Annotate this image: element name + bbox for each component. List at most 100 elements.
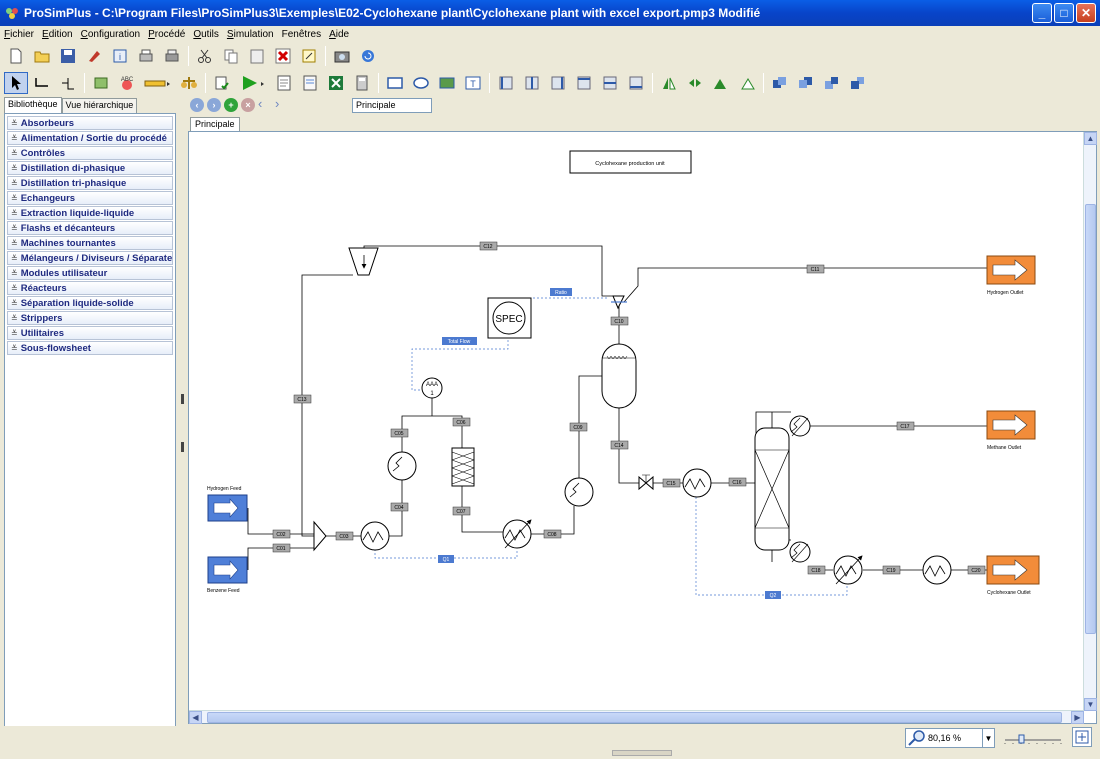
category-reacteurs[interactable]: ≚Réacteurs — [7, 281, 173, 295]
align-middle-button[interactable] — [598, 72, 622, 94]
close-button[interactable]: ✕ — [1076, 3, 1096, 23]
category-alimentation[interactable]: ≚Alimentation / Sortie du procédé — [7, 131, 173, 145]
rotate-right-button[interactable] — [735, 72, 759, 94]
stream-label-c06[interactable]: C06 — [452, 417, 471, 427]
scroll-right-button[interactable]: ▶ — [1071, 711, 1084, 724]
info-label-ratio[interactable]: Ratio — [550, 288, 572, 296]
print-preview-button[interactable] — [160, 45, 184, 67]
menu-fichier[interactable]: Fichier — [4, 28, 35, 40]
category-machines[interactable]: ≚Machines tournantes — [7, 236, 173, 250]
back-button[interactable]: ‹ — [258, 97, 272, 112]
category-flashs[interactable]: ≚Flashs et décanteurs — [7, 221, 173, 235]
benzene-feed[interactable] — [207, 556, 248, 584]
zoom-slider[interactable] — [1003, 734, 1063, 744]
image-tool-button[interactable] — [435, 72, 459, 94]
methane-outlet[interactable] — [986, 410, 1036, 440]
condenser[interactable] — [789, 415, 811, 437]
forward-button[interactable]: › — [275, 97, 289, 112]
reboiler[interactable] — [789, 541, 811, 563]
vertical-scroll-thumb[interactable] — [1085, 204, 1096, 634]
stream-label-c18[interactable]: C18 — [807, 565, 826, 575]
tab-vue-hierarchique[interactable]: Vue hiérarchique — [61, 98, 138, 113]
next-page-button[interactable]: › — [207, 98, 221, 112]
stream-label-c16[interactable]: C16 — [728, 477, 747, 487]
stream-label-c07[interactable]: C07 — [452, 506, 471, 516]
print-button[interactable] — [134, 45, 158, 67]
zoom-combobox[interactable]: 80,16 % ▼ — [905, 728, 995, 748]
delete-button[interactable] — [271, 45, 295, 67]
heater-e2[interactable] — [387, 451, 417, 481]
menu-edition[interactable]: Edition — [42, 28, 73, 40]
zoom-dropdown-button[interactable]: ▼ — [982, 729, 994, 747]
edit-note-button[interactable] — [297, 45, 321, 67]
import-button[interactable] — [82, 45, 106, 67]
cooler-e3[interactable] — [502, 519, 532, 549]
spec-module[interactable]: SPEC — [487, 297, 532, 339]
compounds-button[interactable]: ABC — [115, 72, 139, 94]
menu-configuration[interactable]: Configuration — [80, 28, 141, 40]
stream-label-c05[interactable]: C05 — [390, 428, 409, 438]
info-label-total-flow[interactable]: Total Flow — [442, 337, 477, 345]
run-simulation-button[interactable] — [236, 72, 270, 94]
category-distillation-di[interactable]: ≚Distillation di-phasique — [7, 161, 173, 175]
valve[interactable] — [638, 474, 654, 491]
menu-fenetres[interactable]: Fenêtres — [281, 28, 322, 40]
category-sous-flowsheet[interactable]: ≚Sous-flowsheet — [7, 341, 173, 355]
vertical-scrollbar[interactable]: ▲ ▼ — [1083, 132, 1097, 711]
stream-label-c01[interactable]: C01 — [272, 543, 291, 553]
align-left-button[interactable] — [494, 72, 518, 94]
align-right-button[interactable] — [546, 72, 570, 94]
heat-exchanger-e7[interactable] — [922, 555, 952, 585]
category-controles[interactable]: ≚Contrôles — [7, 146, 173, 160]
diagram-title-box[interactable] — [569, 150, 692, 174]
info-stream-tool-button[interactable] — [56, 72, 80, 94]
bottom-panel-handle[interactable] — [612, 750, 672, 756]
tab-bibliotheque[interactable]: Bibliothèque — [4, 97, 62, 113]
stream-label-c03[interactable]: C03 — [335, 531, 354, 541]
category-echangeurs[interactable]: ≚Echangeurs — [7, 191, 173, 205]
stream-label-c17[interactable]: C17 — [896, 421, 915, 431]
align-bottom-button[interactable] — [624, 72, 648, 94]
stream-label-c10[interactable]: C10 — [610, 316, 629, 326]
bring-front-button[interactable] — [768, 72, 792, 94]
excel-export-button[interactable] — [324, 72, 348, 94]
align-top-button[interactable] — [572, 72, 596, 94]
add-page-button[interactable]: + — [224, 98, 238, 112]
send-back-button[interactable] — [794, 72, 818, 94]
ellipse-tool-button[interactable] — [409, 72, 433, 94]
open-button[interactable] — [30, 45, 54, 67]
stream-label-c19[interactable]: C19 — [882, 565, 901, 575]
hydrogen-feed[interactable] — [207, 494, 248, 522]
units-button[interactable] — [141, 72, 175, 94]
paste-button[interactable] — [245, 45, 269, 67]
category-utilitaires[interactable]: ≚Utilitaires — [7, 326, 173, 340]
category-absorbeurs[interactable]: ≚Absorbeurs — [7, 116, 173, 130]
stream-tool-button[interactable] — [30, 72, 54, 94]
scroll-left-button[interactable]: ◀ — [189, 711, 202, 724]
page-name-field[interactable]: Principale — [352, 97, 432, 113]
results-button[interactable] — [298, 72, 322, 94]
info-label-q2[interactable]: Q2 — [765, 591, 781, 599]
rectangle-tool-button[interactable] — [383, 72, 407, 94]
distillation-column[interactable] — [754, 412, 790, 562]
packed-bed-reactor[interactable] — [451, 447, 475, 487]
category-strippers[interactable]: ≚Strippers — [7, 311, 173, 325]
menu-aide[interactable]: Aide — [329, 28, 350, 40]
previous-page-button[interactable]: ‹ — [190, 98, 204, 112]
category-melangeurs[interactable]: ≚Mélangeurs / Diviseurs / Séparate... — [7, 251, 173, 265]
stream-label-c09[interactable]: C09 — [569, 422, 588, 432]
hydrogen-outlet[interactable] — [986, 255, 1036, 285]
info-label-q1[interactable]: Q1 — [438, 555, 454, 563]
aaa-module[interactable]: AAA 1 — [421, 377, 443, 416]
check-button[interactable] — [210, 72, 234, 94]
scroll-down-button[interactable]: ▼ — [1084, 698, 1097, 711]
thermo-button[interactable] — [89, 72, 113, 94]
heat-exchanger-e1[interactable] — [360, 521, 390, 551]
align-center-button[interactable] — [520, 72, 544, 94]
stream-label-c11[interactable]: C11 — [806, 264, 825, 274]
balance-button[interactable] — [177, 72, 201, 94]
minimize-button[interactable]: _ — [1032, 3, 1052, 23]
copy-button[interactable] — [219, 45, 243, 67]
cyclohexane-outlet[interactable] — [986, 555, 1040, 585]
maximize-button[interactable]: □ — [1054, 3, 1074, 23]
